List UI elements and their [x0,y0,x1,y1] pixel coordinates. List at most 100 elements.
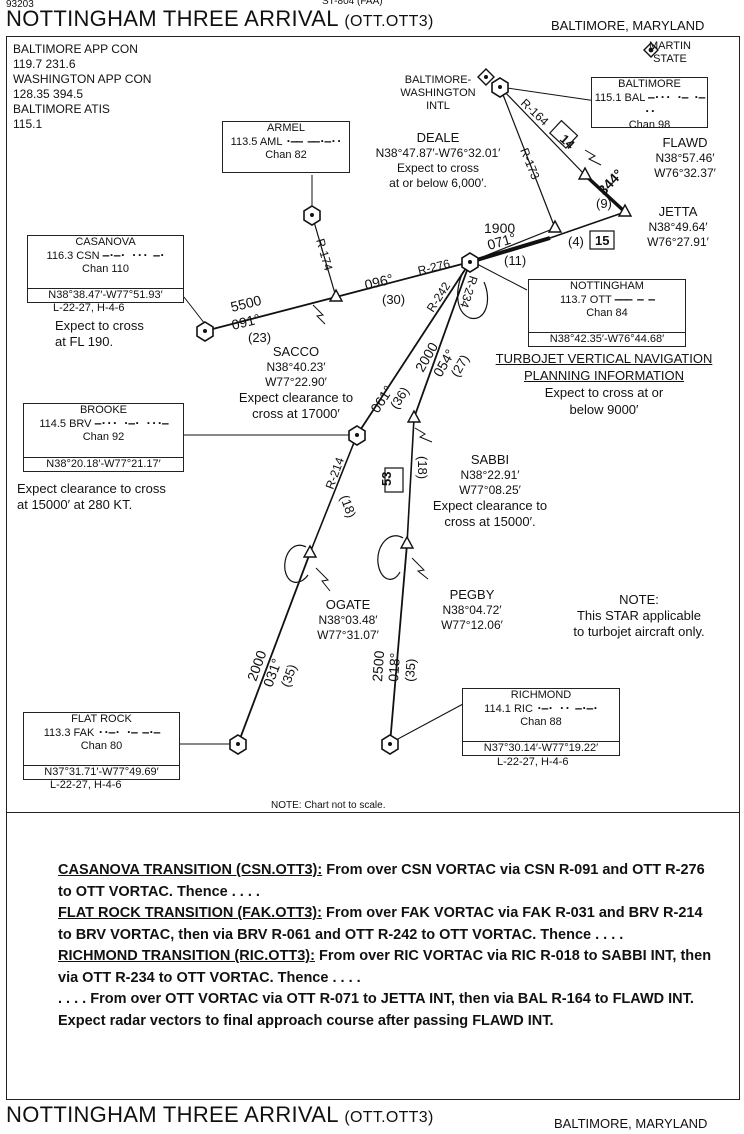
turbojet-title: PLANNING INFORMATION [523,368,685,383]
fix-jetta-icon [617,203,633,217]
navaid-name: FLAT ROCK [71,713,132,725]
title-code: (OTT.OTT3) [344,13,434,30]
fix-note: Expect to cross [396,161,480,175]
navaid-chan: Chan 92 [82,431,125,443]
airport-line: INTL [426,100,450,112]
holding-pegby [377,535,404,580]
route-armel-r174 [311,214,337,298]
navaid-freq: 113.5 AML [230,136,283,148]
label-d15: 15 [595,233,609,248]
fix-name: JETTA [658,204,698,219]
label-crs344: 344° [594,166,625,198]
label-d53: 53 [379,472,394,486]
transition-title: CASANOVA TRANSITION (CSN.OTT3): [58,862,323,878]
navaid-chan: Chan 82 [265,149,307,161]
route-csn-sacco [204,296,337,332]
richmond-charts: L-22-27, H-4-6 [497,756,569,768]
route-airport-r173 [499,86,556,229]
martin-line: MARTIN [649,40,691,52]
label-d18b: (18) [415,456,430,479]
label-d30: (30) [382,292,405,307]
fix-sabbi-icon [406,409,422,423]
route-pegby-sabbi [406,417,415,545]
fix-deale-icon [547,219,563,233]
comm-line: WASHINGTON APP CON [13,72,152,86]
comms-block: BALTIMORE APP CON 119.7 231.6 WASHINGTON… [13,42,151,132]
label-alt2500: 2500 [369,650,387,682]
route-brv-ott [356,261,471,436]
fix-sacco-icon [328,288,344,302]
fix-coord: N38°57.46′ [655,151,715,165]
fix-name: DEALE [416,130,460,145]
faa-id: ST-804 (FAA) [322,0,383,7]
note-line: Expect to cross [55,318,144,333]
transition-title: FLAT ROCK TRANSITION (FAK.OTT3): [58,905,322,921]
transition-fak: FLAT ROCK TRANSITION (FAK.OTT3): From ov… [58,903,718,946]
fix-note: cross at 15000′. [444,514,536,529]
transition-ric: RICHMOND TRANSITION (RIC.OTT3): From ove… [58,946,718,989]
transition-body: From over CSN VORTAC via CSN R-091 and O… [58,862,705,900]
route-jetta-flawd [583,173,627,214]
comm-line: 115.1 [13,117,43,131]
navaid-box-armel: ARMEL 113.5 AML ·–– ––·–·· Chan 82 [222,121,350,173]
morse-code: ·–– ––·–·· [285,135,342,148]
turbojet-title: TURBOJET VERTICAL NAVIGATION [495,351,713,366]
fix-name: FLAWD [662,135,708,150]
fix-name: OGATE [325,597,371,612]
navaid-box-nottingham: NOTTINGHAM 113.7 OTT ––– – – Chan 84 N38… [528,279,686,347]
comm-line: BALTIMORE ATIS [13,102,110,116]
label-alt1900: 1900 [484,220,515,236]
fix-name: SABBI [470,452,510,467]
martin-label: MARTIN STATE [645,40,695,66]
note-line: to turbojet aircraft only. [573,624,705,639]
fix-note: Expect clearance to [238,390,354,405]
fix-sacco-label: SACCO N38°40.23′ W77°22.90′ Expect clear… [228,344,364,422]
navaid-chan: Chan 84 [586,307,628,319]
label-r174: R-174 [313,237,336,273]
transitions-text: CASANOVA TRANSITION (CSN.OTT3): From ove… [58,860,718,1032]
comm-line: 128.35 394.5 [13,87,84,101]
label-crs091: 091° [230,310,262,333]
label-d11: (11) [504,253,526,268]
comm-line: 119.7 231.6 [13,57,76,71]
brooke-note: Expect clearance to cross at 15000′ at 2… [17,481,166,513]
navaid-box-casanova: CASANOVA 116.3 CSN –·–· ··· –· Chan 110 … [27,235,184,303]
morse-code: –·–· ··· –· [102,249,166,262]
navaid-name: BROOKE [79,404,128,416]
morse-code: ·–· ·· –·–· [535,702,599,715]
chart-frame [6,36,740,1100]
morse-code: –··· ·–· ···– [94,417,169,430]
transition-body: From over FAK VORTAC via FAK R-031 and B… [58,905,703,943]
note-line: NOTE: [619,592,659,607]
fix-flawd-label: FLAWD N38°57.46′ W76°32.37′ [645,135,725,181]
section-divider [6,812,740,813]
fix-jetta-label: JETTA N38°49.64′ W76°27.91′ [638,204,718,250]
fix-coord: W76°27.91′ [647,235,709,249]
fix-coord: N38°40.23′ [266,360,326,374]
route-bal-r164 [499,86,586,176]
label-alt5500: 5500 [229,292,263,315]
fix-flawd-icon [577,166,593,180]
page-title: NOTTINGHAM THREE ARRIVAL (OTT.OTT3) [6,6,434,32]
footer-title: NOTTINGHAM THREE ARRIVAL (OTT.OTT3) [6,1102,434,1128]
navaid-name: CASANOVA [75,236,136,248]
fix-pegby-icon [399,535,415,549]
label-r242: R-242 [424,279,454,314]
label-d18a: (18) [337,493,359,520]
navaid-freq: 116.3 CSN [46,250,100,262]
navaid-coord: N38°42.35′-W76°44.68′ [529,332,685,346]
label-d4: (4) [568,234,584,249]
fix-coord: W77°12.06′ [441,618,503,632]
transition-body: From over RIC VORTAC via RIC R-018 to SA… [58,948,712,986]
airport-bwi-label: BALTIMORE- WASHINGTON INTL [392,74,484,113]
fix-name: PEGBY [449,587,495,602]
label-d35a: (35) [278,662,300,689]
transition-title: RICHMOND TRANSITION (RIC.OTT3): [58,948,315,964]
navaid-box-flatrock: FLAT ROCK 113.3 FAK ··–· ·– –·– Chan 80 … [23,712,180,780]
airport-line: BALTIMORE- [404,74,472,86]
route-fak-ogate [237,552,311,745]
route-jetta-fix [549,211,626,239]
location: BALTIMORE, MARYLAND [551,18,705,33]
label-crs018: 018° [385,652,403,682]
airport-line: WASHINGTON [400,87,476,99]
